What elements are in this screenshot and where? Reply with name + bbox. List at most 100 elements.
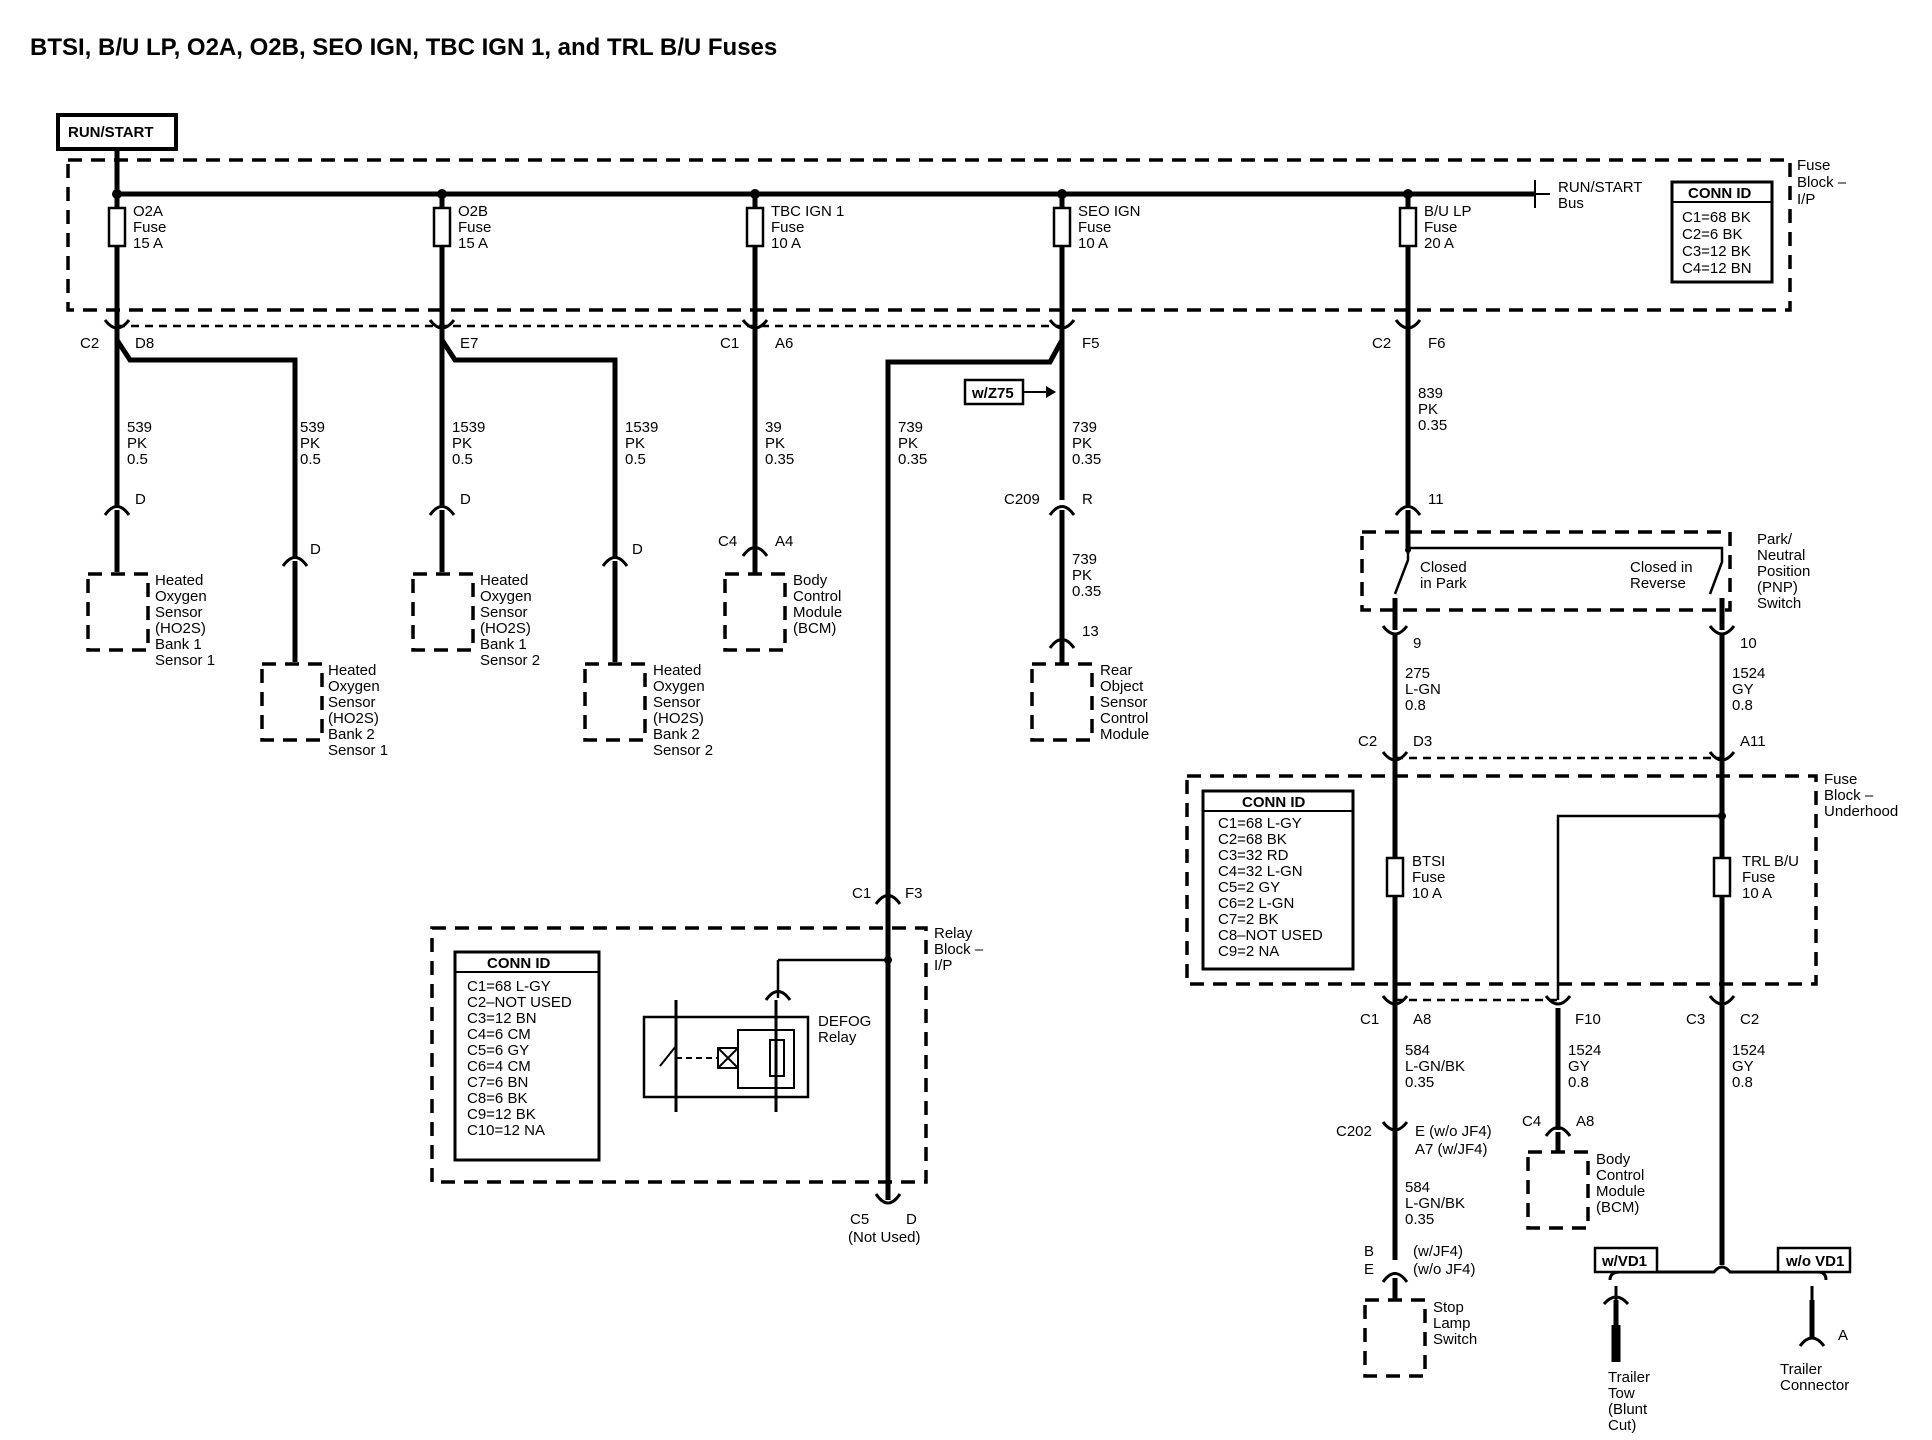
- svg-text:10: 10: [1740, 635, 1757, 652]
- svg-text:D: D: [906, 1211, 917, 1228]
- svg-text:275: 275: [1405, 665, 1430, 682]
- svg-text:B: B: [1364, 1243, 1374, 1260]
- svg-text:0.8: 0.8: [1405, 697, 1426, 714]
- svg-text:Oxygen: Oxygen: [653, 678, 705, 695]
- svg-text:C8–NOT USED: C8–NOT USED: [1218, 927, 1323, 944]
- bu-lp-fuse: B/U LP Fuse 20 A: [1398, 189, 1472, 330]
- svg-text:F3: F3: [905, 885, 923, 902]
- svg-text:13: 13: [1082, 623, 1099, 640]
- svg-text:A8: A8: [1576, 1113, 1594, 1130]
- svg-text:C8=6 BK: C8=6 BK: [467, 1090, 527, 1107]
- svg-text:C2=6 BK: C2=6 BK: [1682, 226, 1742, 243]
- bcm-lower: Body Control Module (BCM): [1526, 1150, 1645, 1230]
- svg-text:C7=6 BN: C7=6 BN: [467, 1074, 528, 1091]
- svg-text:Switch: Switch: [1433, 1331, 1477, 1348]
- o2b-fuse: O2B Fuse 15 A: [432, 189, 491, 330]
- ho2s-bank1-sensor1: Heated Oxygen Sensor (HO2S) Bank 1 Senso…: [86, 572, 215, 669]
- svg-text:Position: Position: [1757, 563, 1810, 580]
- seo-circuit: 739 PK 0.35 739 PK 0.35 C209 R 739 PK 0.…: [885, 330, 1101, 1200]
- svg-text:C3=12 BN: C3=12 BN: [467, 1010, 537, 1027]
- svg-text:(HO2S): (HO2S): [328, 710, 379, 727]
- svg-text:Sensor: Sensor: [480, 604, 528, 621]
- svg-text:CONN ID: CONN ID: [1242, 794, 1306, 811]
- btsi-fuse: BTSI Fuse 10 A: [1385, 853, 1445, 902]
- svg-text:(w/JF4): (w/JF4): [1413, 1243, 1463, 1260]
- svg-text:15 A: 15 A: [133, 235, 163, 252]
- relay-bottom-connector: C5 D (Not Used): [848, 1182, 921, 1246]
- svg-text:PK: PK: [1072, 435, 1092, 452]
- svg-text:20 A: 20 A: [1424, 235, 1454, 252]
- svg-text:C6=4 CM: C6=4 CM: [467, 1058, 531, 1075]
- trl-bu-fuse: TRL B/U Fuse 10 A: [1556, 812, 1799, 1000]
- svg-text:Fuse: Fuse: [1824, 771, 1857, 788]
- svg-text:DEFOG: DEFOG: [818, 1013, 871, 1030]
- ho2s-bank2-sensor2: Heated Oxygen Sensor (HO2S) Bank 2 Senso…: [583, 662, 713, 759]
- svg-text:A11: A11: [1740, 733, 1766, 750]
- svg-text:Oxygen: Oxygen: [328, 678, 380, 695]
- bcm-lower-connector: C4 A8: [1522, 1113, 1594, 1152]
- svg-text:Heated: Heated: [328, 662, 376, 679]
- svg-text:0.35: 0.35: [1072, 583, 1101, 600]
- svg-text:C1: C1: [720, 335, 739, 352]
- svg-text:10 A: 10 A: [1742, 885, 1772, 902]
- svg-text:F10: F10: [1575, 1011, 1601, 1028]
- svg-text:TRL B/U: TRL B/U: [1742, 853, 1799, 870]
- svg-text:(HO2S): (HO2S): [653, 710, 704, 727]
- svg-text:A8: A8: [1413, 1011, 1431, 1028]
- svg-text:739: 739: [1072, 551, 1097, 568]
- svg-text:9: 9: [1413, 635, 1421, 652]
- svg-text:D: D: [135, 491, 146, 508]
- svg-text:BTSI: BTSI: [1412, 853, 1445, 870]
- defog-relay: [642, 1000, 810, 1112]
- svg-text:C202: C202: [1336, 1123, 1372, 1140]
- svg-text:PK: PK: [452, 435, 472, 452]
- svg-text:C6=2 L-GN: C6=2 L-GN: [1218, 895, 1294, 912]
- svg-text:PK: PK: [898, 435, 918, 452]
- svg-text:Bank 1: Bank 1: [155, 636, 202, 653]
- svg-text:PK: PK: [1418, 401, 1438, 418]
- svg-text:C2: C2: [1358, 733, 1377, 750]
- svg-text:Sensor 1: Sensor 1: [155, 652, 215, 669]
- relay-block-ip: C1 F3 Relay Block – I/P CONN ID C1=68 L-…: [430, 885, 984, 1184]
- svg-text:11: 11: [1428, 491, 1444, 508]
- svg-text:C5: C5: [850, 1211, 869, 1228]
- svg-text:0.35: 0.35: [1405, 1074, 1434, 1091]
- svg-text:Bank 1: Bank 1: [480, 636, 527, 653]
- fuse-block-underhood: Fuse Block – Underhood CONN ID C1=68 L-G…: [1185, 771, 1898, 986]
- svg-text:C209: C209: [1004, 491, 1040, 508]
- svg-text:Object: Object: [1100, 678, 1144, 695]
- svg-text:D: D: [310, 541, 321, 558]
- svg-text:Module: Module: [793, 604, 842, 621]
- stop-lamp-circuit: C202 E (w/o JF4) A7 (w/JF4) 584 L-GN/BK …: [1336, 1121, 1492, 1300]
- svg-text:I/P: I/P: [1797, 191, 1815, 208]
- svg-text:C2–NOT USED: C2–NOT USED: [467, 994, 572, 1011]
- pnp-outputs: 9 10 275 L-GN 0.8 1524 GY 0.8 C2 D3 A11: [1358, 625, 1766, 1265]
- svg-text:0.35: 0.35: [1405, 1211, 1434, 1228]
- svg-text:(PNP): (PNP): [1757, 579, 1798, 596]
- svg-text:PK: PK: [625, 435, 645, 452]
- svg-text:39: 39: [765, 419, 782, 436]
- conn-id-title: CONN ID: [1688, 185, 1752, 202]
- svg-text:C3=12 BK: C3=12 BK: [1682, 243, 1751, 260]
- svg-text:Body: Body: [1596, 1151, 1631, 1168]
- svg-text:(BCM): (BCM): [793, 620, 836, 637]
- svg-text:E7: E7: [460, 335, 478, 352]
- svg-text:Fuse: Fuse: [1412, 869, 1445, 886]
- svg-text:C9=12 BK: C9=12 BK: [467, 1106, 536, 1123]
- svg-text:C10=12 NA: C10=12 NA: [467, 1122, 545, 1139]
- o2b-circuit: 1539 PK 0.5 1539 PK 0.5 D D: [428, 330, 658, 662]
- svg-text:Sensor: Sensor: [328, 694, 376, 711]
- svg-text:Fuse: Fuse: [1797, 157, 1830, 174]
- svg-text:0.8: 0.8: [1732, 697, 1753, 714]
- svg-text:739: 739: [1072, 419, 1097, 436]
- svg-text:(HO2S): (HO2S): [480, 620, 531, 637]
- run-start-label: RUN/START: [68, 124, 154, 141]
- svg-text:C1=68 L-GY: C1=68 L-GY: [1218, 815, 1302, 832]
- svg-text:Heated: Heated: [653, 662, 701, 679]
- svg-text:739: 739: [898, 419, 923, 436]
- svg-text:Fuse: Fuse: [1424, 219, 1457, 236]
- svg-text:0.5: 0.5: [625, 451, 646, 468]
- svg-text:Sensor: Sensor: [155, 604, 203, 621]
- svg-text:Control: Control: [1100, 710, 1148, 727]
- svg-text:E: E: [1364, 1261, 1374, 1278]
